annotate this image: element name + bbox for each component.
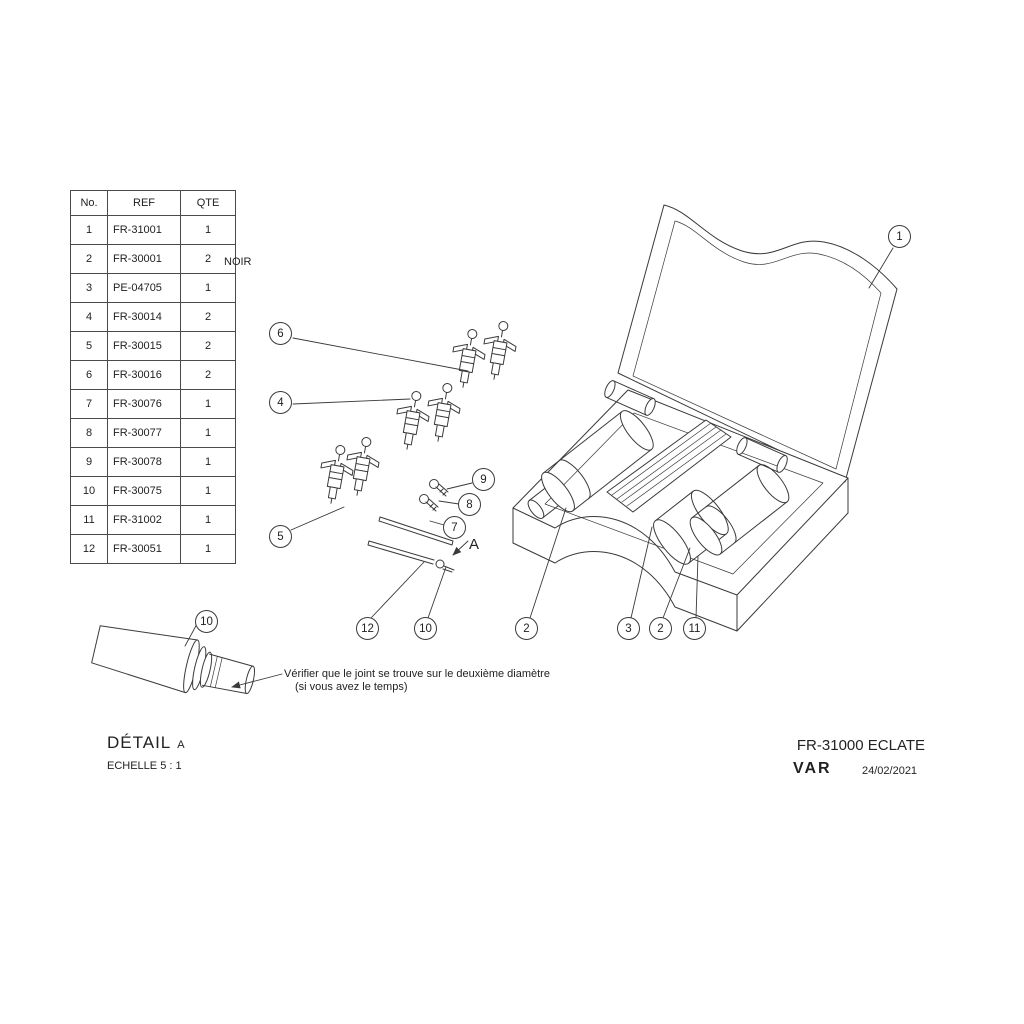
- balloon-12: 12: [356, 617, 379, 640]
- table-row: 3 PE-04705 1: [70, 273, 236, 303]
- tool-handle-left: [604, 380, 656, 416]
- balloon-4: 4: [269, 391, 292, 414]
- foam-insert: [606, 419, 732, 513]
- part-qte: 2: [180, 360, 236, 390]
- part-qte: 1: [180, 215, 236, 245]
- part-ref: FR-30001: [107, 244, 181, 274]
- part-ref: FR-30015: [107, 331, 181, 361]
- table-row: 7 FR-30076 1: [70, 389, 236, 419]
- table-row: 9 FR-30078 1: [70, 447, 236, 477]
- part-no: 3: [70, 273, 108, 303]
- part-ref: FR-30078: [107, 447, 181, 477]
- joint-note-line1: Vérifier que le joint se trouve sur le d…: [284, 668, 550, 680]
- case-lid: [617, 204, 898, 483]
- balloon-11: 11: [683, 617, 706, 640]
- table-row: 5 FR-30015 2: [70, 331, 236, 361]
- drawing-title: FR-31000 ECLATE: [796, 737, 925, 754]
- part-ref: FR-30051: [107, 534, 181, 564]
- detail-view-scale: ECHELLE 5 : 1: [107, 760, 182, 772]
- case-base: [512, 389, 849, 632]
- leader-lines: [184, 247, 894, 647]
- part-no: 10: [70, 476, 108, 506]
- part-qte: 1: [180, 418, 236, 448]
- parts-table: No. REF QTE 1 FR-31001 1 2 FR-30001 2 3 …: [70, 190, 236, 564]
- table-header-row: No. REF QTE: [70, 190, 236, 216]
- tool-handle-right: [736, 437, 788, 473]
- table-row: 10 FR-30075 1: [70, 476, 236, 506]
- table-header-ref: REF: [107, 190, 181, 216]
- part-no: 6: [70, 360, 108, 390]
- balloon-2-right: 2: [649, 617, 672, 640]
- part-ref: FR-30016: [107, 360, 181, 390]
- part-ref: FR-31002: [107, 505, 181, 535]
- drawing-date: 24/02/2021: [862, 765, 918, 777]
- table-header-qte: QTE: [180, 190, 236, 216]
- part-qte: 1: [180, 447, 236, 477]
- tool-cylinder-right: [689, 437, 790, 556]
- balloon-10-detail: 10: [195, 610, 218, 633]
- balloon-5: 5: [269, 525, 292, 548]
- pin-part-7: [378, 516, 454, 546]
- valve-parts-4: [390, 380, 465, 453]
- part-ref: PE-04705: [107, 273, 181, 303]
- table-row: 12 FR-30051 1: [70, 534, 236, 564]
- table-row: 11 FR-31002 1: [70, 505, 236, 535]
- part-ref: FR-30014: [107, 302, 181, 332]
- balloon-8: 8: [458, 493, 481, 516]
- balloon-9: 9: [472, 468, 495, 491]
- table-row: 1 FR-31001 1: [70, 215, 236, 245]
- balloon-1: 1: [888, 225, 911, 248]
- part-ref: FR-31001: [107, 215, 181, 245]
- part-ref: FR-30077: [107, 418, 181, 448]
- part-qte: 2: [180, 331, 236, 361]
- part-qte: 1: [180, 389, 236, 419]
- part-no: 12: [70, 534, 108, 564]
- author-initials: VAR: [793, 760, 832, 777]
- joint-note-line2: (si vous avez le temps): [295, 681, 408, 693]
- detail-view-part: [91, 625, 256, 695]
- table-row: 6 FR-30016 2: [70, 360, 236, 390]
- part-no: 9: [70, 447, 108, 477]
- balloon-6: 6: [269, 322, 292, 345]
- part-qte: 2: [180, 244, 236, 274]
- part-qte: 1: [180, 505, 236, 535]
- part-ref: FR-30075: [107, 476, 181, 506]
- part-qte: 1: [180, 476, 236, 506]
- detail-title-marker: A: [177, 739, 186, 751]
- table-header-no: No.: [70, 190, 108, 216]
- part-qte: 1: [180, 534, 236, 564]
- part-qte: 2: [180, 302, 236, 332]
- part-qte: 1: [180, 273, 236, 303]
- tool-cylinder-left: [527, 380, 656, 519]
- detail-title-text: DÉTAIL: [107, 733, 172, 752]
- part-no: 1: [70, 215, 108, 245]
- part-no: 11: [70, 505, 108, 535]
- valve-parts-5: [314, 434, 384, 507]
- valve-parts-6: [446, 318, 521, 391]
- detail-view-title: DÉTAIL A: [107, 733, 186, 753]
- part-no: 2: [70, 244, 108, 274]
- roller-sleeve: [653, 489, 729, 565]
- balloon-7: 7: [443, 516, 466, 539]
- part-no: 5: [70, 331, 108, 361]
- table-row: 4 FR-30014 2: [70, 302, 236, 332]
- detail-a-arrow: [452, 540, 469, 556]
- view-marker-a: A: [469, 536, 480, 553]
- screw-part-9: [429, 479, 449, 497]
- part-ref: FR-30076: [107, 389, 181, 419]
- pin-part-12: [367, 540, 455, 573]
- balloon-10: 10: [414, 617, 437, 640]
- screw-part-8: [419, 494, 439, 512]
- noir-label: NOIR: [224, 256, 252, 268]
- table-row: 8 FR-30077 1: [70, 418, 236, 448]
- table-row: 2 FR-30001 2: [70, 244, 236, 274]
- part-no: 7: [70, 389, 108, 419]
- part-no: 8: [70, 418, 108, 448]
- joint-note-arrow: [231, 673, 283, 689]
- balloon-3: 3: [617, 617, 640, 640]
- balloon-2-left: 2: [515, 617, 538, 640]
- part-no: 4: [70, 302, 108, 332]
